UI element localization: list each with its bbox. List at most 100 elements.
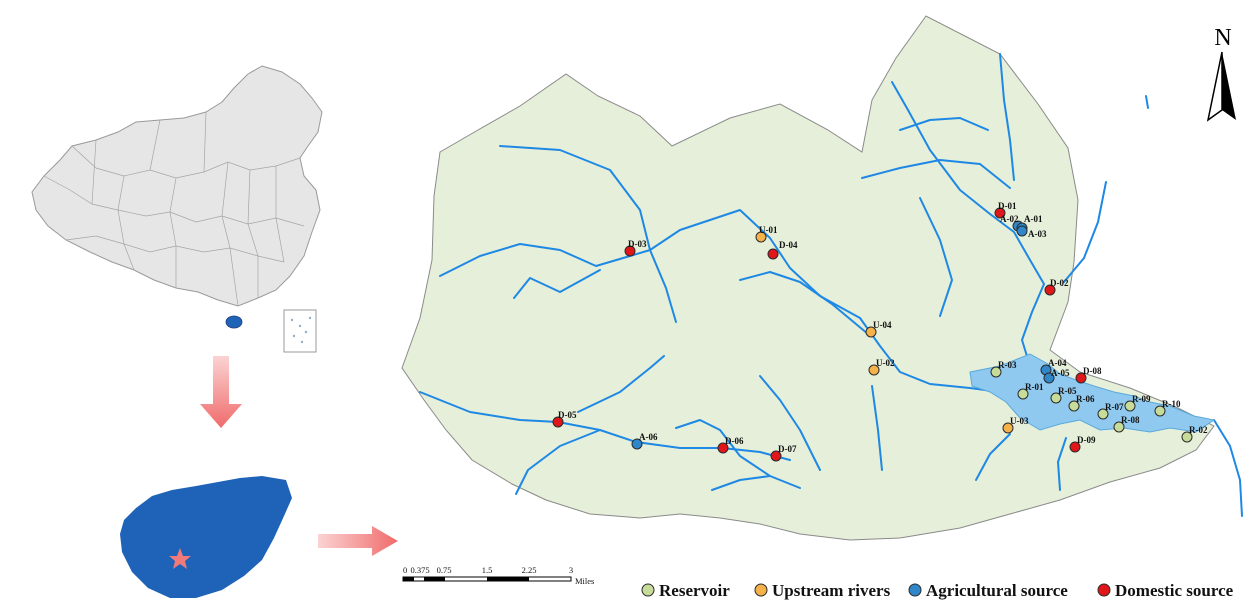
river-north-east-stub: [1145, 95, 1149, 109]
site-marker-d-09: [1069, 441, 1081, 453]
site-marker-r-02: [1181, 431, 1193, 443]
river-west-5: [577, 355, 665, 413]
site-marker-u-03: [1002, 422, 1014, 434]
down-arrow-icon: [200, 356, 242, 428]
main-river: [499, 145, 1031, 399]
river-northeast-4: [999, 53, 1015, 181]
site-label-a-04: A-04: [1048, 358, 1067, 368]
site-label-r-08: R-08: [1121, 415, 1140, 425]
site-label-d-07: D-07: [778, 444, 797, 454]
site-label-r-06: R-06: [1076, 394, 1095, 404]
river-east-1: [1063, 181, 1107, 283]
site-label-d-09: D-09: [1077, 435, 1096, 445]
site-marker-r-08: [1113, 421, 1125, 433]
site-marker-r-07: [1097, 408, 1109, 420]
site-label-r-05: R-05: [1058, 386, 1077, 396]
site-marker-a-05: [1043, 372, 1055, 384]
site-label-a-01: A-01: [1024, 214, 1043, 224]
site-label-a-02: A-02: [1000, 214, 1019, 224]
site-marker-u-02: [868, 364, 880, 376]
river-east-3: [1213, 419, 1243, 517]
river-northeast-5: [1021, 283, 1045, 367]
watershed-boundary: [401, 15, 1215, 541]
site-label-a-03: A-03: [1028, 229, 1047, 239]
river-northeast-3: [861, 159, 1011, 189]
site-label-d-05: D-05: [558, 410, 577, 420]
scale-tick-label: 3: [569, 565, 573, 575]
legend-swatch-r: [641, 583, 655, 597]
site-label-d-08: D-08: [1083, 366, 1102, 376]
legend-label-r: Reservoir: [659, 581, 730, 600]
site-label-r-02: R-02: [1189, 425, 1208, 435]
site-label-r-03: R-03: [998, 360, 1017, 370]
site-label-d-02: D-02: [1050, 278, 1069, 288]
china-province-borders: [43, 111, 305, 307]
site-marker-a-03: [1016, 225, 1028, 237]
site-marker-d-08: [1075, 372, 1087, 384]
river-central-6: [871, 385, 883, 471]
site-marker-r-01: [1017, 388, 1029, 400]
watershed-map: [401, 15, 1243, 541]
river-central-5: [759, 375, 821, 471]
north-arrow-label: N: [1214, 25, 1231, 51]
china-overview-map: [31, 65, 323, 353]
site-marker-r-03: [990, 366, 1002, 378]
river-northeast-2: [899, 117, 989, 131]
hainan-island-map: [120, 476, 292, 598]
scale-tick-label: 2.25: [522, 565, 537, 575]
south-china-sea-inset: [283, 309, 317, 353]
site-marker-d-04: [767, 248, 779, 260]
china-outline: [31, 65, 323, 307]
site-label-u-02: U-02: [876, 358, 895, 368]
site-label-r-09: R-09: [1132, 394, 1151, 404]
site-marker-d-01: [994, 207, 1006, 219]
site-label-d-06: D-06: [725, 436, 744, 446]
study-area-star-icon: [169, 548, 191, 569]
right-arrow-icon: [318, 526, 398, 556]
site-marker-r-06: [1068, 400, 1080, 412]
north-arrow-icon: [1206, 51, 1223, 122]
site-label-u-04: U-04: [873, 320, 892, 330]
reservoir-water-body: [969, 353, 1216, 433]
scale-bar-unit: Miles: [575, 576, 594, 586]
legend-swatch-d: [1097, 583, 1111, 597]
legend-label-u: Upstream rivers: [772, 581, 891, 600]
scale-tick-label: 0: [403, 565, 407, 575]
river-network: [419, 53, 1243, 517]
river-central-2: [739, 271, 869, 335]
river-west-4: [515, 429, 601, 495]
site-marker-a-06: [631, 438, 643, 450]
hainan-highlight-small: [225, 315, 243, 329]
site-marker-d-07: [770, 450, 782, 462]
river-south-2: [1057, 437, 1067, 491]
site-label-d-01: D-01: [998, 201, 1017, 211]
river-west-2: [513, 269, 601, 299]
site-marker-d-03: [624, 245, 636, 257]
scale-tick-label: 1.5: [482, 565, 493, 575]
site-label-d-03: D-03: [628, 239, 647, 249]
site-label-u-03: U-03: [1010, 416, 1029, 426]
river-east-2: [919, 197, 953, 317]
site-marker-r-05: [1050, 392, 1062, 404]
site-marker-r-10: [1154, 405, 1166, 417]
scale-tick-label: 0.375: [410, 565, 429, 575]
river-west-3: [419, 391, 791, 461]
site-label-u-01: U-01: [759, 225, 778, 235]
site-marker-d-06: [717, 442, 729, 454]
river-south-1: [975, 433, 1011, 481]
south-china-sea-islands: [290, 316, 312, 344]
site-label-a-05: A-05: [1051, 368, 1070, 378]
site-label-r-01: R-01: [1025, 382, 1044, 392]
site-marker-u-04: [865, 326, 877, 338]
site-label-r-07: R-07: [1105, 402, 1124, 412]
legend-swatch-a: [908, 583, 922, 597]
hainan-island-outline: [120, 476, 292, 598]
site-label-a-06: A-06: [639, 432, 658, 442]
river-central-3: [675, 419, 801, 489]
river-central-1: [649, 249, 677, 323]
